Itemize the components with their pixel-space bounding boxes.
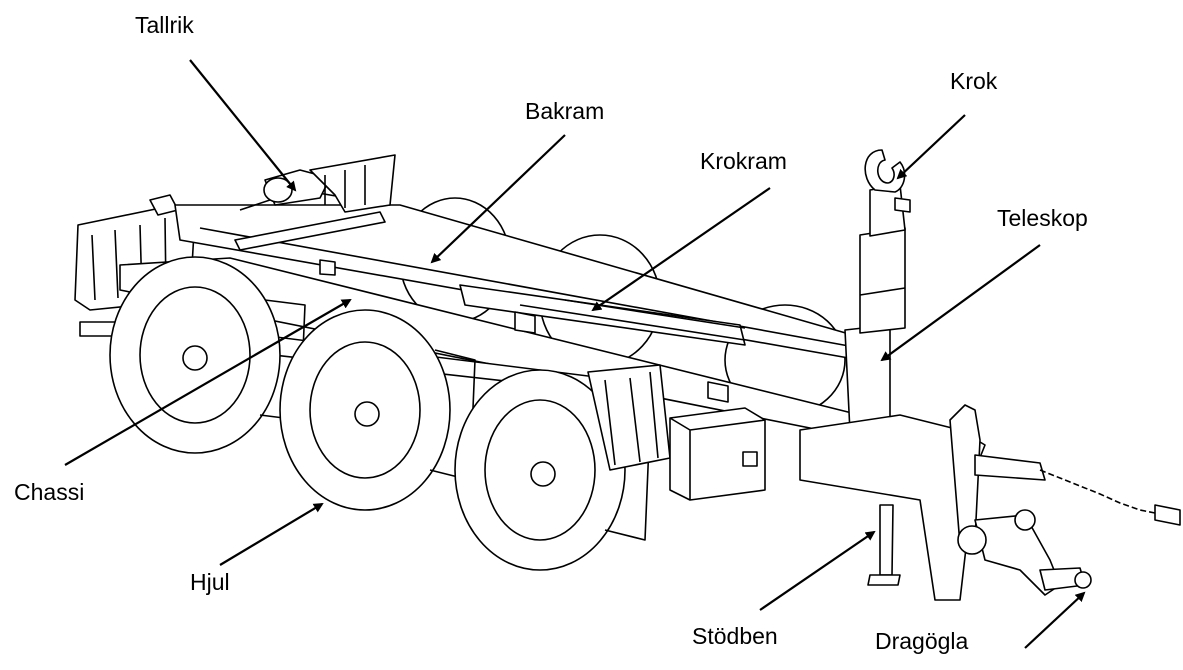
front-wheel <box>454 369 651 571</box>
krok-hook <box>864 149 911 213</box>
arrow-krokram <box>591 187 771 312</box>
teleskop-column <box>844 184 906 433</box>
arrow-dragogla <box>1024 591 1086 649</box>
label-dragogla: Dragögla <box>875 628 969 654</box>
stodben-leg <box>867 504 901 586</box>
label-krokram: Krokram <box>700 148 787 174</box>
label-teleskop: Teleskop <box>997 205 1088 231</box>
arrow-krok <box>896 114 966 180</box>
middle-wheel <box>279 309 476 511</box>
arrow-chassi <box>64 298 352 466</box>
tallrik-mechanism <box>234 154 396 251</box>
label-bakram: Bakram <box>525 98 605 124</box>
label-tallrik: Tallrik <box>135 12 194 38</box>
arrow-bakram <box>430 134 566 264</box>
arrow-teleskop <box>880 244 1041 362</box>
arrow-tallrik <box>189 59 297 192</box>
label-chassi: Chassi <box>14 479 85 505</box>
rear-wheel <box>109 256 306 454</box>
tool-box <box>669 407 766 501</box>
arrow-stodben <box>759 530 876 611</box>
label-hjul: Hjul <box>190 569 230 595</box>
arrow-hjul <box>219 502 324 566</box>
safety-chain <box>1039 469 1181 526</box>
label-stodben: Stödben <box>692 623 778 649</box>
label-krok: Krok <box>950 68 998 94</box>
drawbar <box>799 404 1092 601</box>
